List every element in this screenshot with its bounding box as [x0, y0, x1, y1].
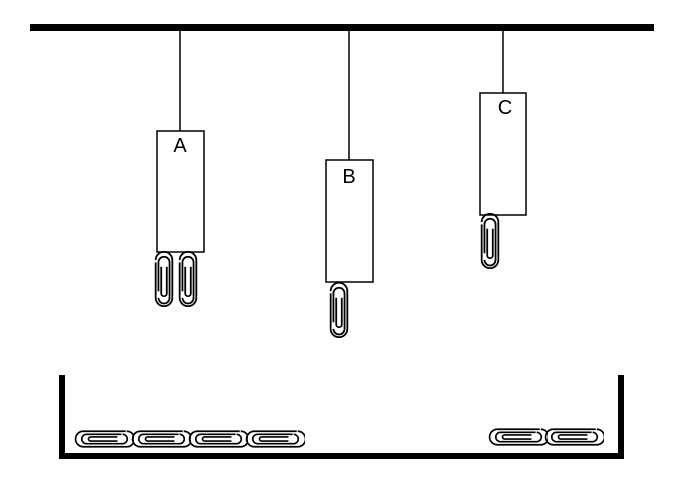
tray-clip-3 [188, 430, 248, 448]
magnet-c-label: C [498, 97, 512, 119]
tray-clip-6 [544, 428, 604, 446]
magnet-a-label: A [173, 135, 187, 157]
paperclip-b-1 [329, 282, 349, 338]
magnet-b-body [325, 159, 374, 283]
magnet-a: A [154, 31, 205, 307]
paperclip-a-2 [178, 251, 198, 307]
tray-clip-2 [131, 430, 191, 448]
tray-outline [59, 375, 624, 459]
paperclip-c-1 [480, 213, 500, 269]
magnet-a-body [156, 130, 205, 253]
magnet-b-label: B [342, 166, 355, 188]
magnet-c: C [479, 31, 527, 269]
tray-clip-5 [488, 428, 548, 446]
tray-clip-4 [245, 430, 305, 448]
paperclip-a-1 [154, 251, 174, 307]
magnet-b: B [325, 31, 374, 338]
magnet-c-body [479, 92, 527, 216]
tray [59, 375, 624, 459]
tray-clip-1 [74, 430, 134, 448]
support-bar [30, 24, 654, 31]
